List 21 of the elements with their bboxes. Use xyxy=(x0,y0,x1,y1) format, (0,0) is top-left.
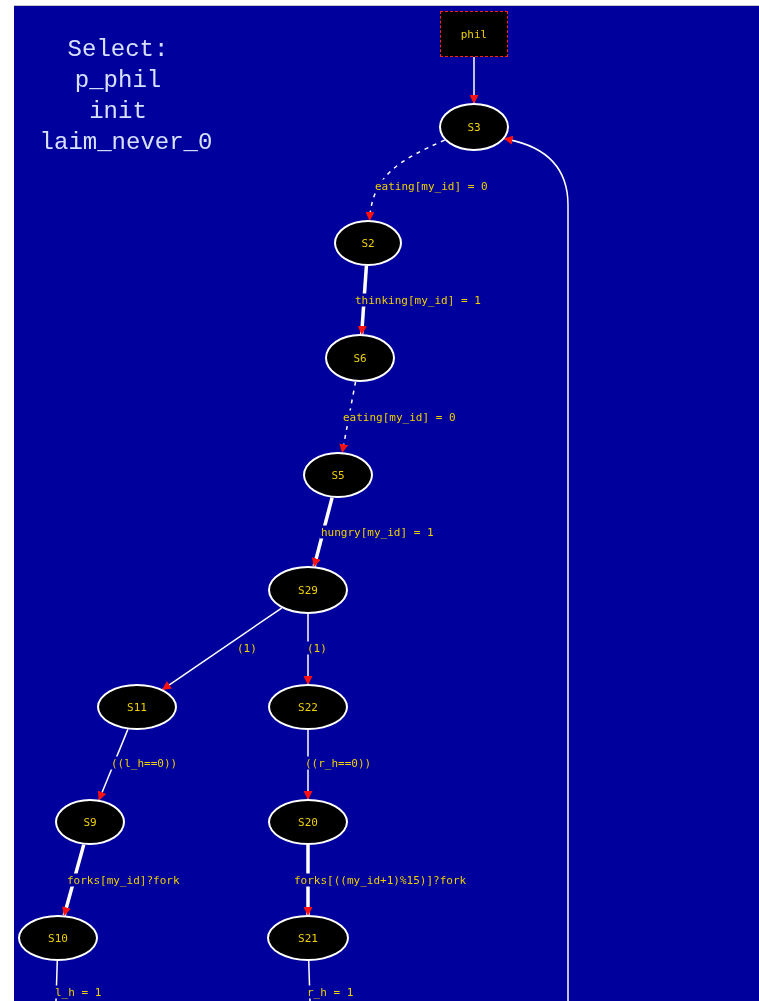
menu-text: init xyxy=(88,97,148,127)
arrow xyxy=(62,844,86,917)
arrow xyxy=(357,265,369,335)
menu-text: p_phil xyxy=(73,66,163,96)
edge-label: hungry[my_id] = 1 xyxy=(320,525,435,539)
arrow xyxy=(339,381,357,454)
arrow xyxy=(469,56,479,104)
edge-label: thinking[my_id] = 1 xyxy=(354,293,482,307)
menu-text: laim_never_0 xyxy=(38,128,214,158)
menu-text: Select: xyxy=(66,35,170,65)
process-box: phil xyxy=(440,11,508,57)
edge-label: forks[my_id]?fork xyxy=(66,873,181,887)
edge-label: l_h = 1 xyxy=(54,985,103,999)
edge-label: (1) xyxy=(306,641,328,655)
edge-label: r_h = 1 xyxy=(306,985,355,999)
edge-label: (1) xyxy=(236,641,258,655)
arrow xyxy=(503,136,569,1001)
arrow xyxy=(303,613,313,685)
edge-label: eating[my_id] = 0 xyxy=(374,179,489,193)
edge-label: eating[my_id] = 0 xyxy=(342,410,457,424)
edge-label: forks[((my_id+1)%15)]?fork xyxy=(293,873,468,887)
